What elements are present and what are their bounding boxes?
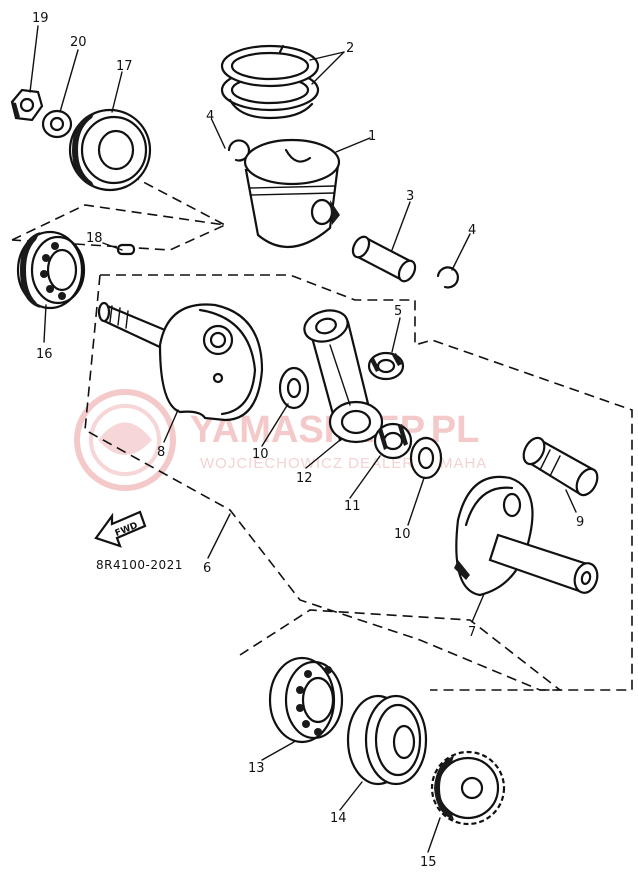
callout-4-left: 4	[206, 109, 214, 124]
thrust-washer-10-left	[278, 366, 310, 410]
callout-1: 1	[368, 129, 376, 144]
bearing-13	[268, 656, 344, 744]
callout-9: 9	[576, 515, 584, 530]
callout-20: 20	[70, 35, 87, 50]
assembly-outlines	[11, 174, 633, 691]
callout-10-left: 10	[252, 447, 269, 462]
callout-3: 3	[406, 189, 414, 204]
oil-seal-14	[346, 694, 428, 786]
crank-right-7	[454, 475, 599, 597]
woodruff-key-18	[116, 243, 136, 256]
callout-18: 18	[86, 231, 103, 246]
nut-19	[10, 88, 44, 122]
thrust-washer-10-right	[409, 436, 443, 480]
fwd-direction-arrow: FWD	[94, 510, 147, 548]
callout-15: 15	[420, 855, 437, 870]
diagram-code: 8R4100-2021	[96, 558, 183, 572]
crank-left-8	[97, 301, 264, 422]
leader-lines	[29, 25, 577, 853]
circlip-4-left	[227, 139, 251, 162]
connecting-rod-12	[303, 309, 384, 444]
bearing-16	[16, 230, 86, 310]
callout-19: 19	[32, 11, 49, 26]
callout-14: 14	[330, 811, 347, 826]
piston-1	[243, 138, 341, 248]
callout-11: 11	[344, 499, 361, 514]
callout-numbers: 19 20 17 2 4 1 3 4 18 5 16 8 10 12 11 9 …	[32, 11, 584, 870]
callout-16: 16	[36, 347, 53, 362]
piston-pin-3	[351, 235, 417, 283]
callout-6: 6	[203, 561, 211, 576]
watermark-subtitle: WOJCIECHOWICZ DEALER YAMAHA	[200, 455, 487, 472]
needle-bearing-11	[373, 422, 413, 460]
circlip-4-right	[436, 266, 459, 289]
washer-20	[41, 109, 73, 139]
needle-bearing-5	[367, 351, 405, 381]
crank-pin-9	[522, 436, 599, 497]
callout-17: 17	[116, 59, 133, 74]
callout-2: 2	[346, 41, 354, 56]
piston-rings-2	[220, 44, 320, 120]
callout-13: 13	[248, 761, 265, 776]
callout-4-right: 4	[468, 223, 476, 238]
oil-seal-17	[68, 108, 152, 192]
primary-gear-15	[430, 750, 506, 826]
callout-8: 8	[157, 445, 165, 460]
callout-10-right: 10	[394, 527, 411, 542]
callout-7: 7	[468, 625, 476, 640]
callout-12: 12	[296, 471, 313, 486]
callout-5: 5	[394, 304, 402, 319]
